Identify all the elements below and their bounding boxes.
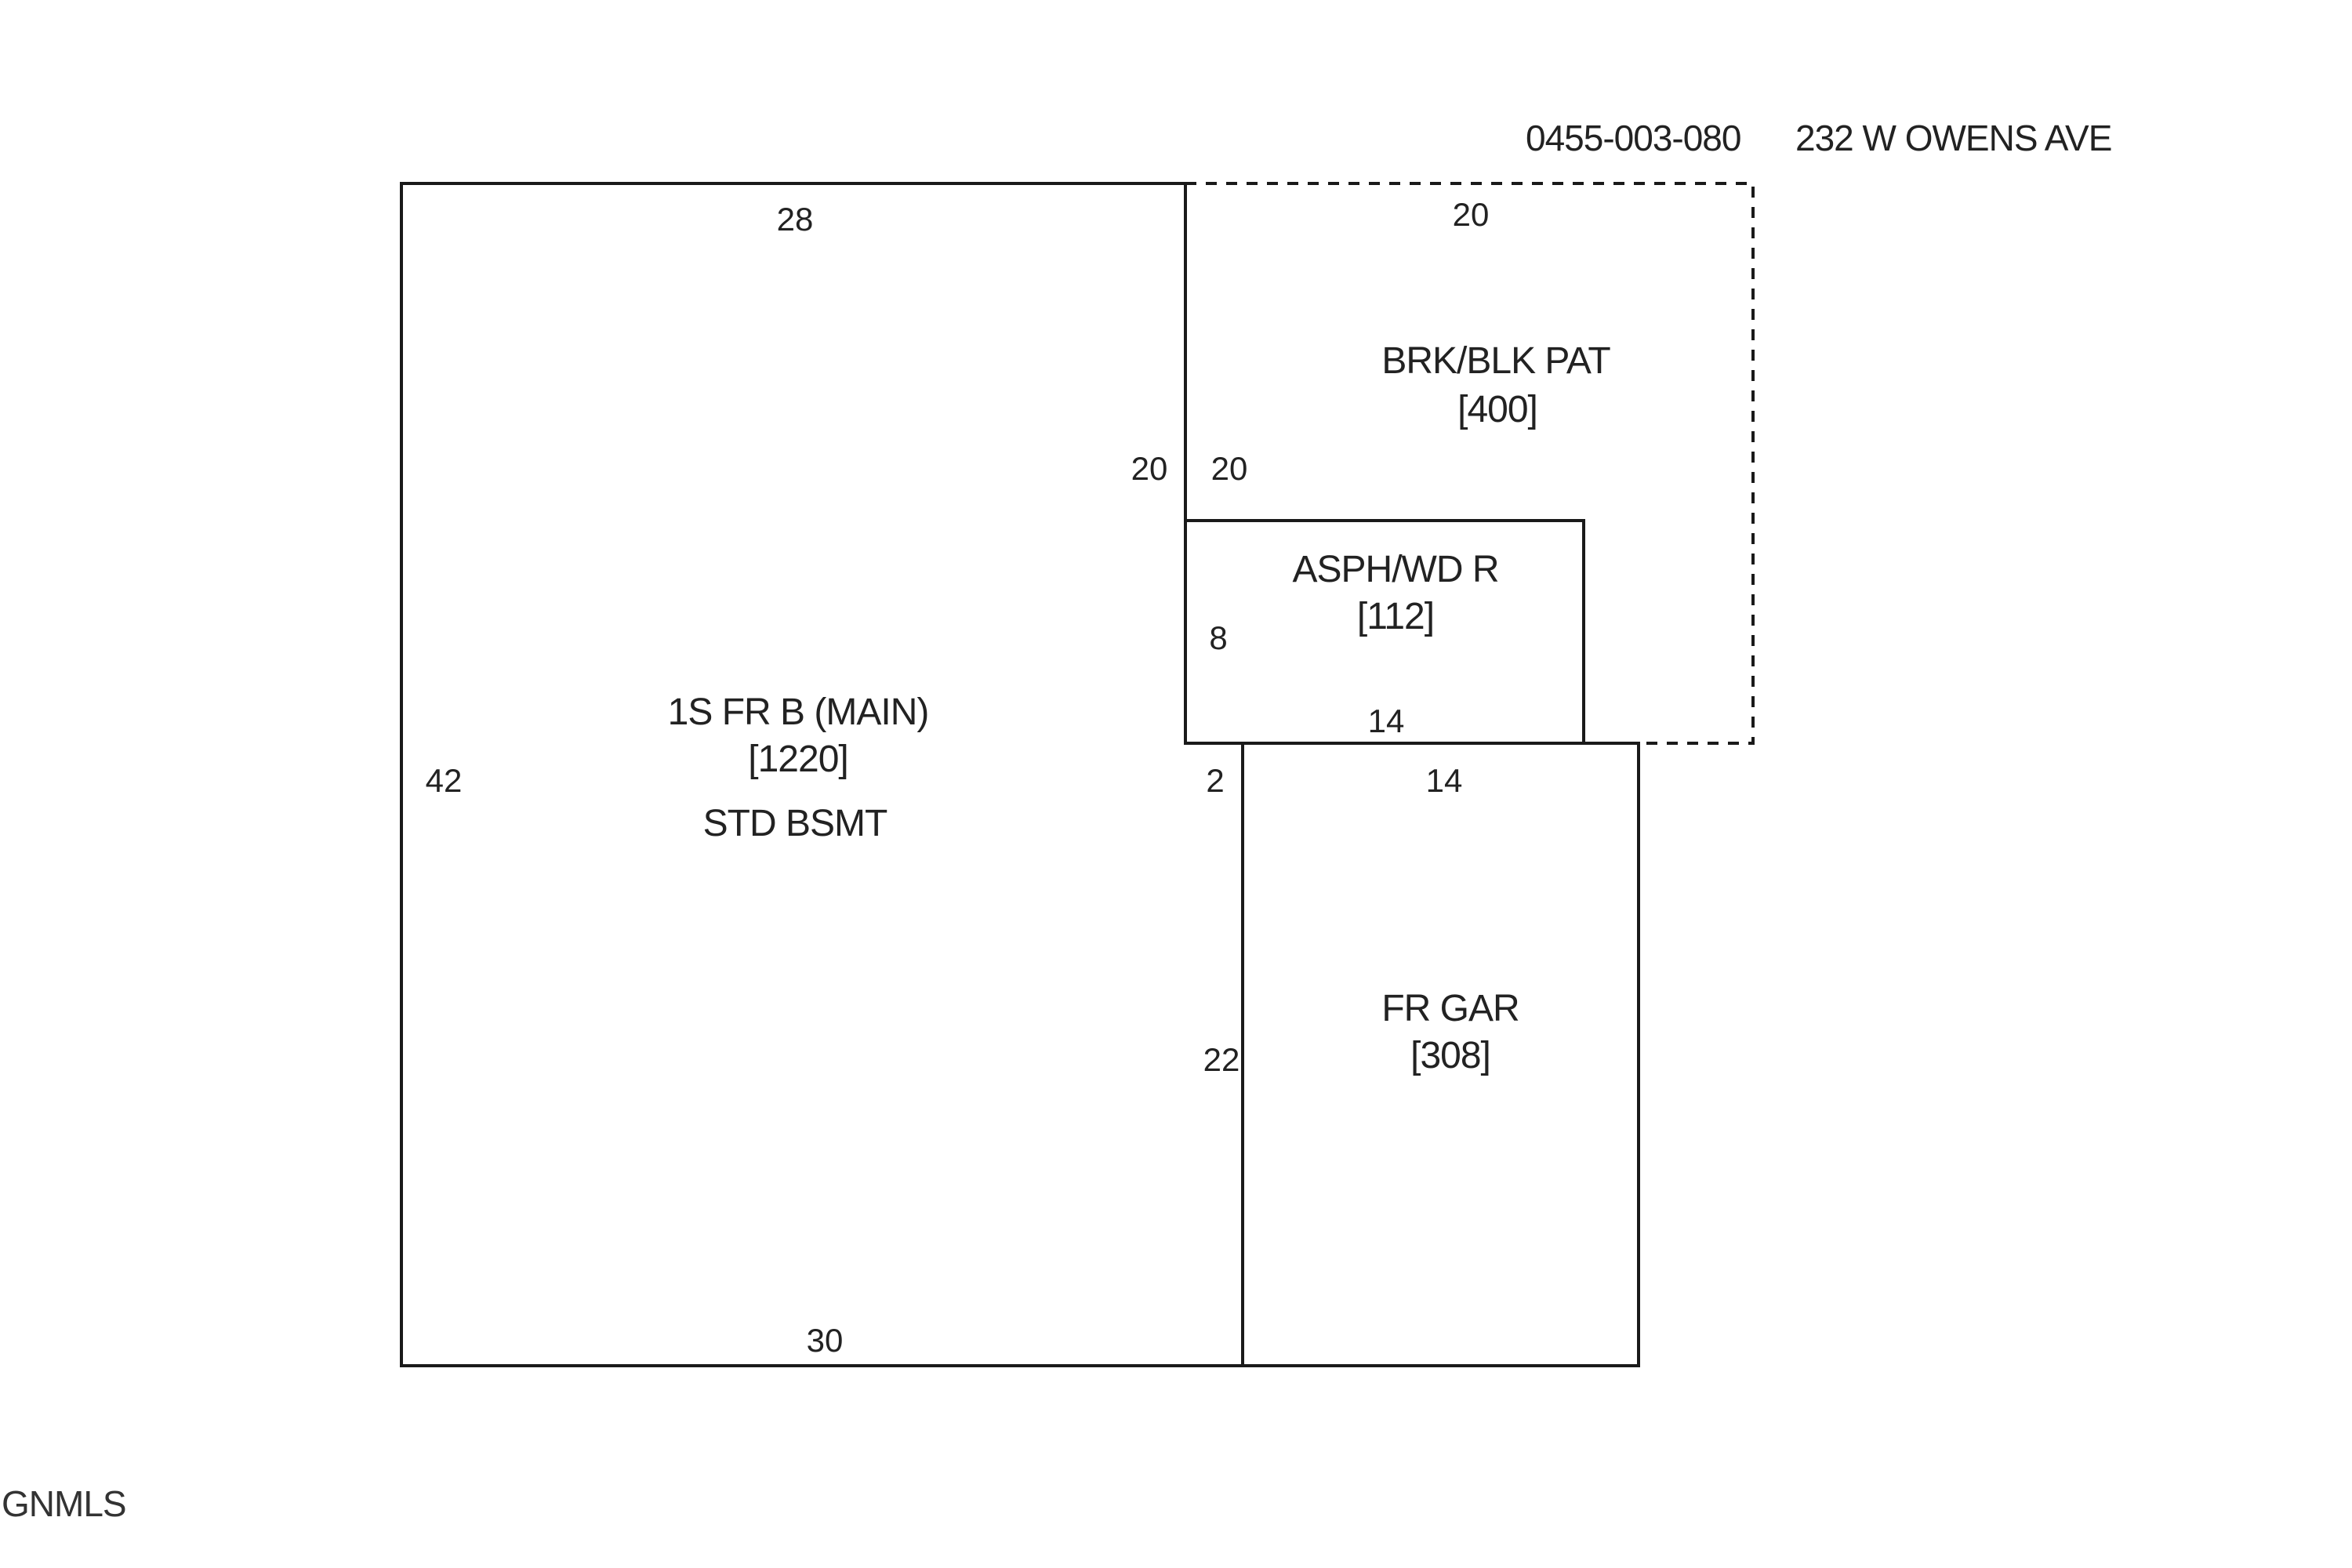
main-area-label: 1S FR B (MAIN) (668, 691, 929, 733)
dim-garage-left: 22 (1203, 1041, 1240, 1078)
dim-roof-left: 8 (1209, 619, 1227, 656)
garage-area-size: [308] (1410, 1035, 1490, 1076)
dim-step-offset: 2 (1206, 762, 1224, 799)
property-address: 232 W OWENS AVE (1795, 118, 2111, 158)
dim-patio-left: 20 (1211, 450, 1248, 487)
dim-garage-top: 14 (1426, 762, 1463, 799)
parcel-id: 0455-003-080 (1526, 118, 1740, 158)
main-area-note: STD BSMT (703, 803, 887, 844)
mls-watermark: GNMLS (2, 1483, 126, 1524)
patio-outline (1185, 182, 1755, 745)
patio-area-size: [400] (1457, 389, 1537, 430)
dim-main-bottom: 30 (807, 1322, 844, 1359)
garage-label: FR GAR (1381, 988, 1519, 1029)
dim-main-right-upper: 20 (1131, 450, 1168, 487)
main-area-size: [1220] (748, 739, 848, 780)
garage-outline (1241, 742, 1640, 1367)
roof-area-size: [112] (1357, 596, 1434, 637)
dim-main-top: 28 (777, 201, 814, 238)
dim-main-left: 42 (426, 762, 463, 799)
dim-roof-bottom: 14 (1368, 702, 1405, 739)
patio-label: BRK/BLK PAT (1381, 340, 1610, 382)
roof-label: ASPH/WD R (1292, 549, 1498, 590)
dim-patio-top: 20 (1453, 196, 1490, 233)
